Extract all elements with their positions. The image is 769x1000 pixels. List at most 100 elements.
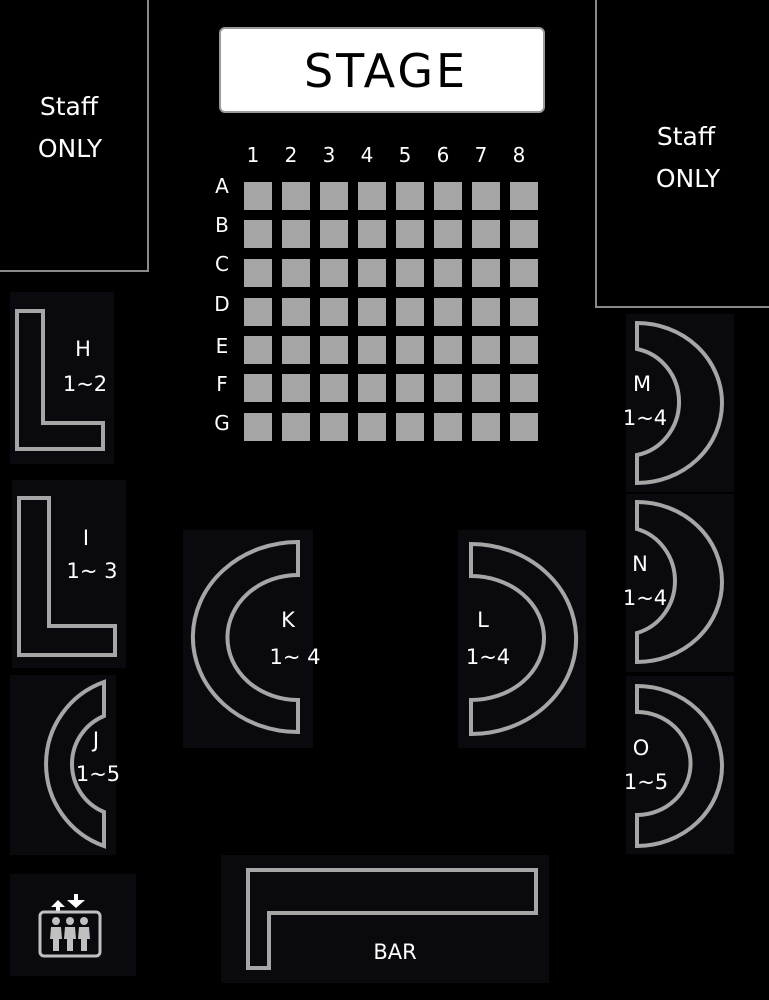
seat-e6[interactable] [434, 336, 462, 364]
seat-g7[interactable] [472, 413, 500, 441]
section-i[interactable]: I 1~ 3 [12, 480, 126, 668]
staff-only-right: Staff ONLY [595, 0, 769, 308]
seat-a6[interactable] [434, 182, 462, 210]
seat-f4[interactable] [358, 374, 386, 402]
seat-grid [244, 182, 538, 441]
section-h-range: 1~2 [63, 372, 107, 396]
seat-a3[interactable] [320, 182, 348, 210]
seat-c1[interactable] [244, 259, 272, 287]
seat-b8[interactable] [510, 220, 538, 248]
seat-f6[interactable] [434, 374, 462, 402]
section-n-range: 1~4 [623, 586, 667, 610]
section-m[interactable]: M 1~4 [623, 314, 734, 492]
row-label: B [215, 213, 229, 237]
section-l-name: L [477, 608, 489, 632]
seat-g8[interactable] [510, 413, 538, 441]
column-label: 4 [361, 143, 374, 167]
seat-g1[interactable] [244, 413, 272, 441]
section-k[interactable]: K 1~ 4 [183, 530, 321, 748]
staff-only-left: Staff ONLY [0, 0, 149, 272]
seat-a4[interactable] [358, 182, 386, 210]
seat-g2[interactable] [282, 413, 310, 441]
row-label: F [216, 372, 228, 396]
seat-c4[interactable] [358, 259, 386, 287]
seat-a2[interactable] [282, 182, 310, 210]
section-j[interactable]: J 1~5 [10, 675, 120, 855]
column-label: 7 [475, 143, 488, 167]
seat-e2[interactable] [282, 336, 310, 364]
seat-d4[interactable] [358, 298, 386, 326]
seat-b6[interactable] [434, 220, 462, 248]
section-n[interactable]: N 1~4 [623, 494, 734, 672]
seat-d1[interactable] [244, 298, 272, 326]
seat-d6[interactable] [434, 298, 462, 326]
staff-left-line2: ONLY [38, 134, 103, 163]
seat-e1[interactable] [244, 336, 272, 364]
seat-d3[interactable] [320, 298, 348, 326]
seat-a5[interactable] [396, 182, 424, 210]
seat-a7[interactable] [472, 182, 500, 210]
section-k-name: K [281, 608, 296, 632]
seat-c6[interactable] [434, 259, 462, 287]
seat-b3[interactable] [320, 220, 348, 248]
column-label: 2 [285, 143, 298, 167]
seat-c8[interactable] [510, 259, 538, 287]
seat-f5[interactable] [396, 374, 424, 402]
seat-e4[interactable] [358, 336, 386, 364]
seat-c5[interactable] [396, 259, 424, 287]
seat-b5[interactable] [396, 220, 424, 248]
seat-e7[interactable] [472, 336, 500, 364]
seat-a1[interactable] [244, 182, 272, 210]
grid-column-labels: 1 2 3 4 5 6 7 8 [247, 143, 526, 167]
section-o-range: 1~5 [624, 770, 668, 794]
seat-d7[interactable] [472, 298, 500, 326]
bar-area[interactable]: BAR [221, 855, 549, 983]
row-label: A [215, 174, 229, 198]
section-l-range: 1~4 [466, 645, 510, 669]
seat-g3[interactable] [320, 413, 348, 441]
seat-d8[interactable] [510, 298, 538, 326]
seat-e8[interactable] [510, 336, 538, 364]
seat-b4[interactable] [358, 220, 386, 248]
seat-c3[interactable] [320, 259, 348, 287]
seat-f7[interactable] [472, 374, 500, 402]
seat-g6[interactable] [434, 413, 462, 441]
section-m-range: 1~4 [623, 406, 667, 430]
seat-d5[interactable] [396, 298, 424, 326]
seat-d2[interactable] [282, 298, 310, 326]
grid-row-labels: A B C D E F G [214, 174, 230, 435]
seat-b2[interactable] [282, 220, 310, 248]
elevator-area[interactable] [10, 874, 136, 976]
staff-right-line2: ONLY [656, 164, 721, 193]
seat-b7[interactable] [472, 220, 500, 248]
seat-f1[interactable] [244, 374, 272, 402]
seat-f8[interactable] [510, 374, 538, 402]
section-m-name: M [633, 372, 651, 396]
seat-e3[interactable] [320, 336, 348, 364]
section-j-range: 1~5 [76, 762, 120, 786]
section-h[interactable]: H 1~2 [10, 292, 114, 464]
seat-f3[interactable] [320, 374, 348, 402]
section-h-name: H [75, 337, 91, 361]
section-o[interactable]: O 1~5 [624, 676, 734, 854]
bar-label: BAR [373, 940, 416, 964]
seat-g5[interactable] [396, 413, 424, 441]
row-label: E [216, 334, 229, 358]
seat-a8[interactable] [510, 182, 538, 210]
stage: STAGE [219, 27, 545, 113]
seat-e5[interactable] [396, 336, 424, 364]
seat-g4[interactable] [358, 413, 386, 441]
seat-c2[interactable] [282, 259, 310, 287]
seat-b1[interactable] [244, 220, 272, 248]
column-label: 5 [399, 143, 412, 167]
seat-c7[interactable] [472, 259, 500, 287]
section-l[interactable]: L 1~4 [458, 530, 586, 748]
row-label: D [214, 292, 229, 316]
stage-label: STAGE [304, 44, 468, 98]
section-j-name: J [91, 728, 99, 752]
section-i-range: 1~ 3 [67, 559, 118, 583]
section-i-name: I [83, 526, 89, 550]
column-label: 3 [323, 143, 336, 167]
seat-f2[interactable] [282, 374, 310, 402]
